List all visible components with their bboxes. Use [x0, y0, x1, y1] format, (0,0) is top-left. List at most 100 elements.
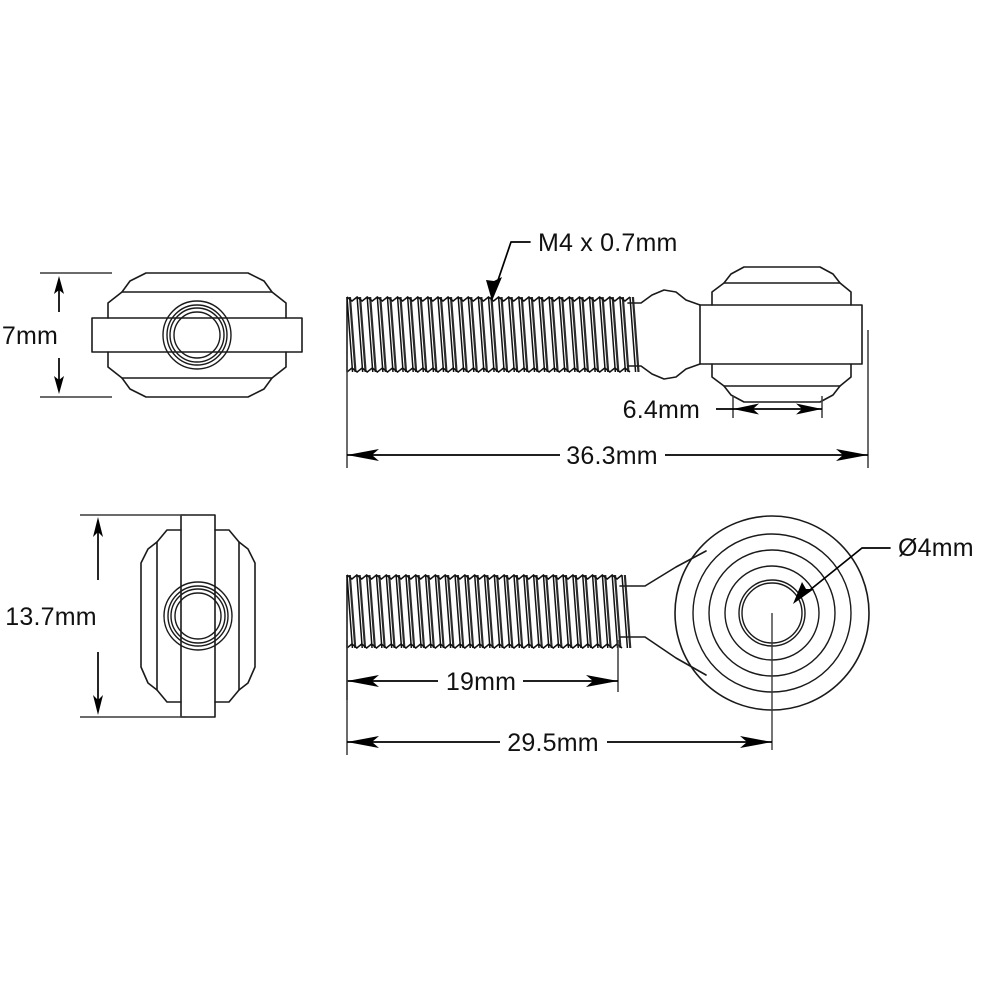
thread-root-shade: [500, 297, 509, 372]
thread-flank: [356, 296, 364, 373]
thread-crest-top: [346, 296, 631, 302]
thread-root-shade: [437, 575, 445, 648]
thread-root-shade: [439, 297, 448, 372]
thread-flank: [464, 574, 472, 649]
dim-label-13-7mm: 13.7mm: [5, 603, 97, 631]
thread-root-shade: [358, 297, 367, 372]
thread-root-shade: [555, 575, 563, 648]
arrowhead-19mm-left: [347, 675, 379, 687]
thread-root-shade: [611, 297, 620, 372]
thread-flank: [376, 296, 384, 373]
thread-root-shade: [571, 297, 579, 372]
thread-flank: [385, 574, 393, 649]
thread-flank: [609, 296, 617, 373]
thread-flank: [611, 574, 619, 649]
thread-flank: [591, 574, 599, 649]
thread-root-shade: [348, 575, 357, 648]
dim-label-36-3mm: 36.3mm: [566, 442, 658, 470]
leader-line-m4: [493, 241, 531, 293]
thread-crest-top: [346, 574, 623, 580]
thread-flank: [621, 574, 629, 649]
thread-root-shade: [399, 297, 408, 372]
threaded-shank-bottom-profile: [346, 574, 632, 649]
thread-flank: [558, 296, 566, 373]
thread-root-shade: [358, 575, 367, 648]
thread-root-shade: [584, 575, 593, 648]
thread-root-shade: [601, 297, 610, 372]
thread-flank: [444, 574, 452, 649]
thread-flank: [532, 574, 540, 649]
arrowhead-6-4mm-left: [733, 403, 759, 415]
thread-flank: [503, 574, 511, 649]
head3-right-cap: [238, 541, 256, 691]
thread-flank: [477, 296, 485, 373]
thread-flank: [568, 296, 576, 373]
head3-left-cap: [140, 541, 158, 691]
thread-flank: [346, 296, 354, 373]
thread-root-shade: [388, 575, 396, 648]
thread-flank: [467, 296, 475, 373]
thread-root-shade: [397, 575, 406, 648]
thread-root-shade: [470, 297, 478, 372]
thread-root-shade: [621, 297, 630, 372]
thread-flank: [434, 574, 442, 649]
thread-root-shade: [515, 575, 524, 648]
thread-root-shade: [379, 297, 387, 372]
thread-flank: [386, 296, 394, 373]
bottom-right-plan-view: Ø4mm 19mm 29.5mm: [346, 515, 974, 757]
arrowhead-19mm-right: [586, 675, 618, 687]
thread-flank: [497, 296, 505, 373]
thread-root-shade: [613, 575, 622, 648]
thread-flank: [598, 296, 606, 373]
thread-flank: [552, 574, 560, 649]
thread-root-shade: [540, 297, 549, 372]
shank-neck-bottom-profile: [627, 363, 701, 380]
thread-flank: [356, 574, 363, 649]
thread-flank: [581, 574, 589, 649]
thread-flank: [417, 296, 425, 373]
arrowhead-6-4mm-right: [796, 403, 822, 415]
dim-label-29-5mm: 29.5mm: [507, 729, 599, 757]
arrowhead-36-3mm-right: [836, 449, 868, 461]
thread-root-shade: [530, 297, 539, 372]
thread-root-shade: [486, 575, 494, 648]
thread-root-shade: [564, 575, 573, 648]
thread-flank: [507, 296, 516, 373]
thread-flank: [346, 574, 354, 649]
head3-center-band: [180, 514, 216, 718]
shank-neck-top-profile: [627, 289, 701, 306]
arrowhead-m4: [486, 277, 502, 301]
thread-crest-bottom: [346, 367, 631, 373]
bearing3-mid-ring: [167, 585, 229, 647]
thread-root-shade: [419, 297, 428, 372]
thread-root-shade: [449, 297, 458, 372]
thread-flank: [588, 296, 596, 373]
thread-flank: [473, 574, 481, 649]
threaded-shank-top: [346, 296, 640, 373]
arrowhead-dia4: [793, 582, 814, 604]
thread-root-shade: [480, 297, 488, 372]
thread-flank: [427, 296, 435, 373]
thread-root-shade: [510, 297, 519, 372]
arrowhead-7mm-up: [54, 276, 64, 294]
thread-flank: [437, 296, 445, 373]
head3-right-flange: [214, 529, 240, 703]
thread-flank: [454, 574, 462, 649]
leader-line-dia4: [799, 547, 891, 599]
thread-root-shade: [594, 575, 602, 648]
thread-root-shade: [604, 575, 612, 648]
label-thread-spec: M4 x 0.7mm: [538, 229, 678, 257]
head-upper-cap: [121, 272, 273, 293]
thread-flank: [629, 296, 637, 373]
thread-root-shade: [496, 575, 504, 648]
thread-flank: [487, 296, 495, 373]
bearing-mid-ring: [166, 304, 228, 366]
thread-root-shade: [561, 297, 569, 372]
thread-root-shade: [348, 297, 357, 372]
thread-flank: [457, 296, 465, 373]
arrowhead-29-5mm-right: [740, 736, 772, 748]
thread-flank: [578, 296, 586, 373]
head-lower-cap: [121, 377, 273, 398]
thread-root-shade: [505, 575, 514, 648]
